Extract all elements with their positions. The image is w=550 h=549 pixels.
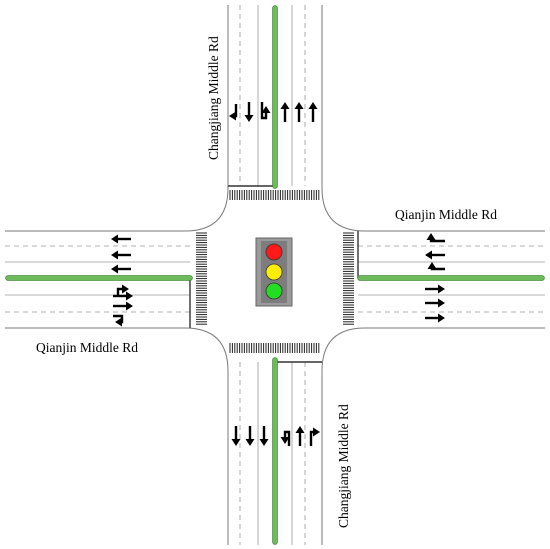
arrow-head [295, 426, 305, 433]
u-left-arrow [283, 430, 291, 446]
lane-arrows [111, 102, 445, 446]
arrow-head [438, 284, 445, 294]
arrow-head [425, 250, 432, 260]
east-road-label: Qianjin Middle Rd [395, 207, 497, 222]
arrow-head [427, 262, 437, 269]
arrow-head [122, 284, 129, 294]
yellow-lamp [265, 263, 283, 281]
arrow-head [111, 250, 118, 260]
arrow-head [280, 437, 290, 444]
arrow-head [294, 102, 304, 109]
arrow-head [259, 439, 269, 446]
right-u-arrow [260, 102, 268, 120]
traffic-light [255, 237, 293, 307]
arrow-head [244, 115, 254, 122]
red-lamp [265, 243, 283, 261]
arrow-head [115, 317, 122, 327]
arrow-head [261, 106, 271, 113]
arrow-head [126, 301, 133, 311]
arrow-head [245, 439, 255, 446]
lane-lines [5, 5, 545, 545]
arrow-head [308, 102, 318, 109]
arrow-head [126, 291, 133, 301]
arrow-head [438, 298, 445, 308]
curb-nw [5, 5, 229, 232]
road-edges [5, 5, 545, 545]
crosswalks [196, 190, 354, 353]
arrow-head [229, 111, 236, 121]
north-road-label: Changjiang Middle Rd [206, 36, 221, 160]
arrow-head [280, 102, 290, 109]
straight-right-arrow-branch [116, 287, 123, 296]
arrow-head [313, 427, 320, 437]
curb-sw [5, 327, 229, 545]
stop-lines [189, 185, 359, 363]
arrow-head [111, 264, 118, 274]
curb-ne [321, 5, 545, 232]
arrow-head [426, 233, 436, 240]
arrow-head [231, 439, 241, 446]
arrow-head [111, 234, 118, 244]
arrow-head [438, 313, 445, 323]
green-lamp [265, 282, 283, 300]
curb-se [321, 327, 545, 545]
medians [5, 5, 545, 545]
west-road-label: Qianjin Middle Rd [36, 340, 138, 355]
south-road-label: Changjiang Middle Rd [336, 404, 351, 528]
